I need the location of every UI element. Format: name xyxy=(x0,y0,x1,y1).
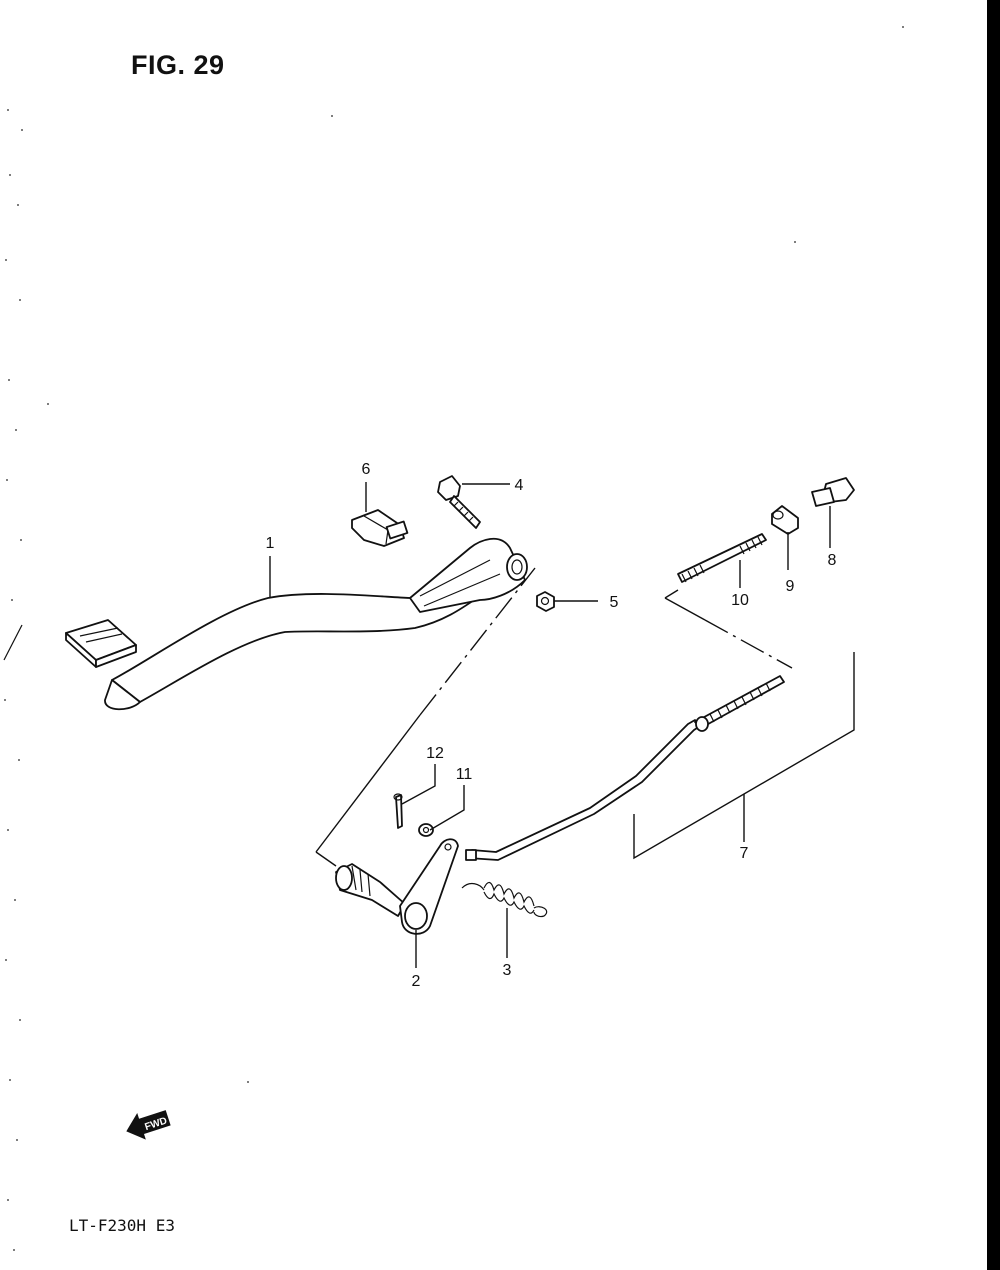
callout-3: 3 xyxy=(503,962,512,979)
callout-1: 1 xyxy=(266,535,275,552)
cotter-pin-part-12 xyxy=(393,793,403,829)
figure-title: FIG. 29 xyxy=(131,50,225,80)
leader-lines xyxy=(269,482,855,968)
callout-4: 4 xyxy=(515,477,524,494)
fwd-arrow-icon: FWD xyxy=(126,1110,171,1140)
callout-labels: 1 2 3 4 5 6 7 8 9 10 11 12 xyxy=(266,461,837,990)
pin-part-8 xyxy=(811,477,855,507)
callout-2: 2 xyxy=(412,973,421,990)
callout-9: 9 xyxy=(786,578,795,595)
clamp-part-6 xyxy=(351,509,409,547)
nut-part-5 xyxy=(536,591,555,612)
scan-edge-bar xyxy=(987,0,1000,1270)
joint-part-9 xyxy=(771,505,799,535)
callout-12: 12 xyxy=(426,745,444,762)
brake-rod-part-7 xyxy=(465,675,785,861)
callout-8: 8 xyxy=(828,552,837,569)
bolt-part-4 xyxy=(437,475,481,529)
brake-cam-lever-part-2 xyxy=(335,838,459,935)
callout-5: 5 xyxy=(610,594,619,611)
callout-11: 11 xyxy=(456,766,473,783)
brake-pedal-part-1 xyxy=(65,537,528,711)
adjuster-rod-part-10 xyxy=(677,533,767,583)
callout-10: 10 xyxy=(731,592,749,609)
return-spring-part-3 xyxy=(461,881,548,918)
callout-7: 7 xyxy=(740,845,749,862)
callout-6: 6 xyxy=(362,461,371,478)
washer-part-11 xyxy=(418,823,434,837)
model-code: LT-F230H E3 xyxy=(69,1216,175,1235)
scan-noise xyxy=(3,26,904,1251)
assembly-lines xyxy=(315,567,793,867)
